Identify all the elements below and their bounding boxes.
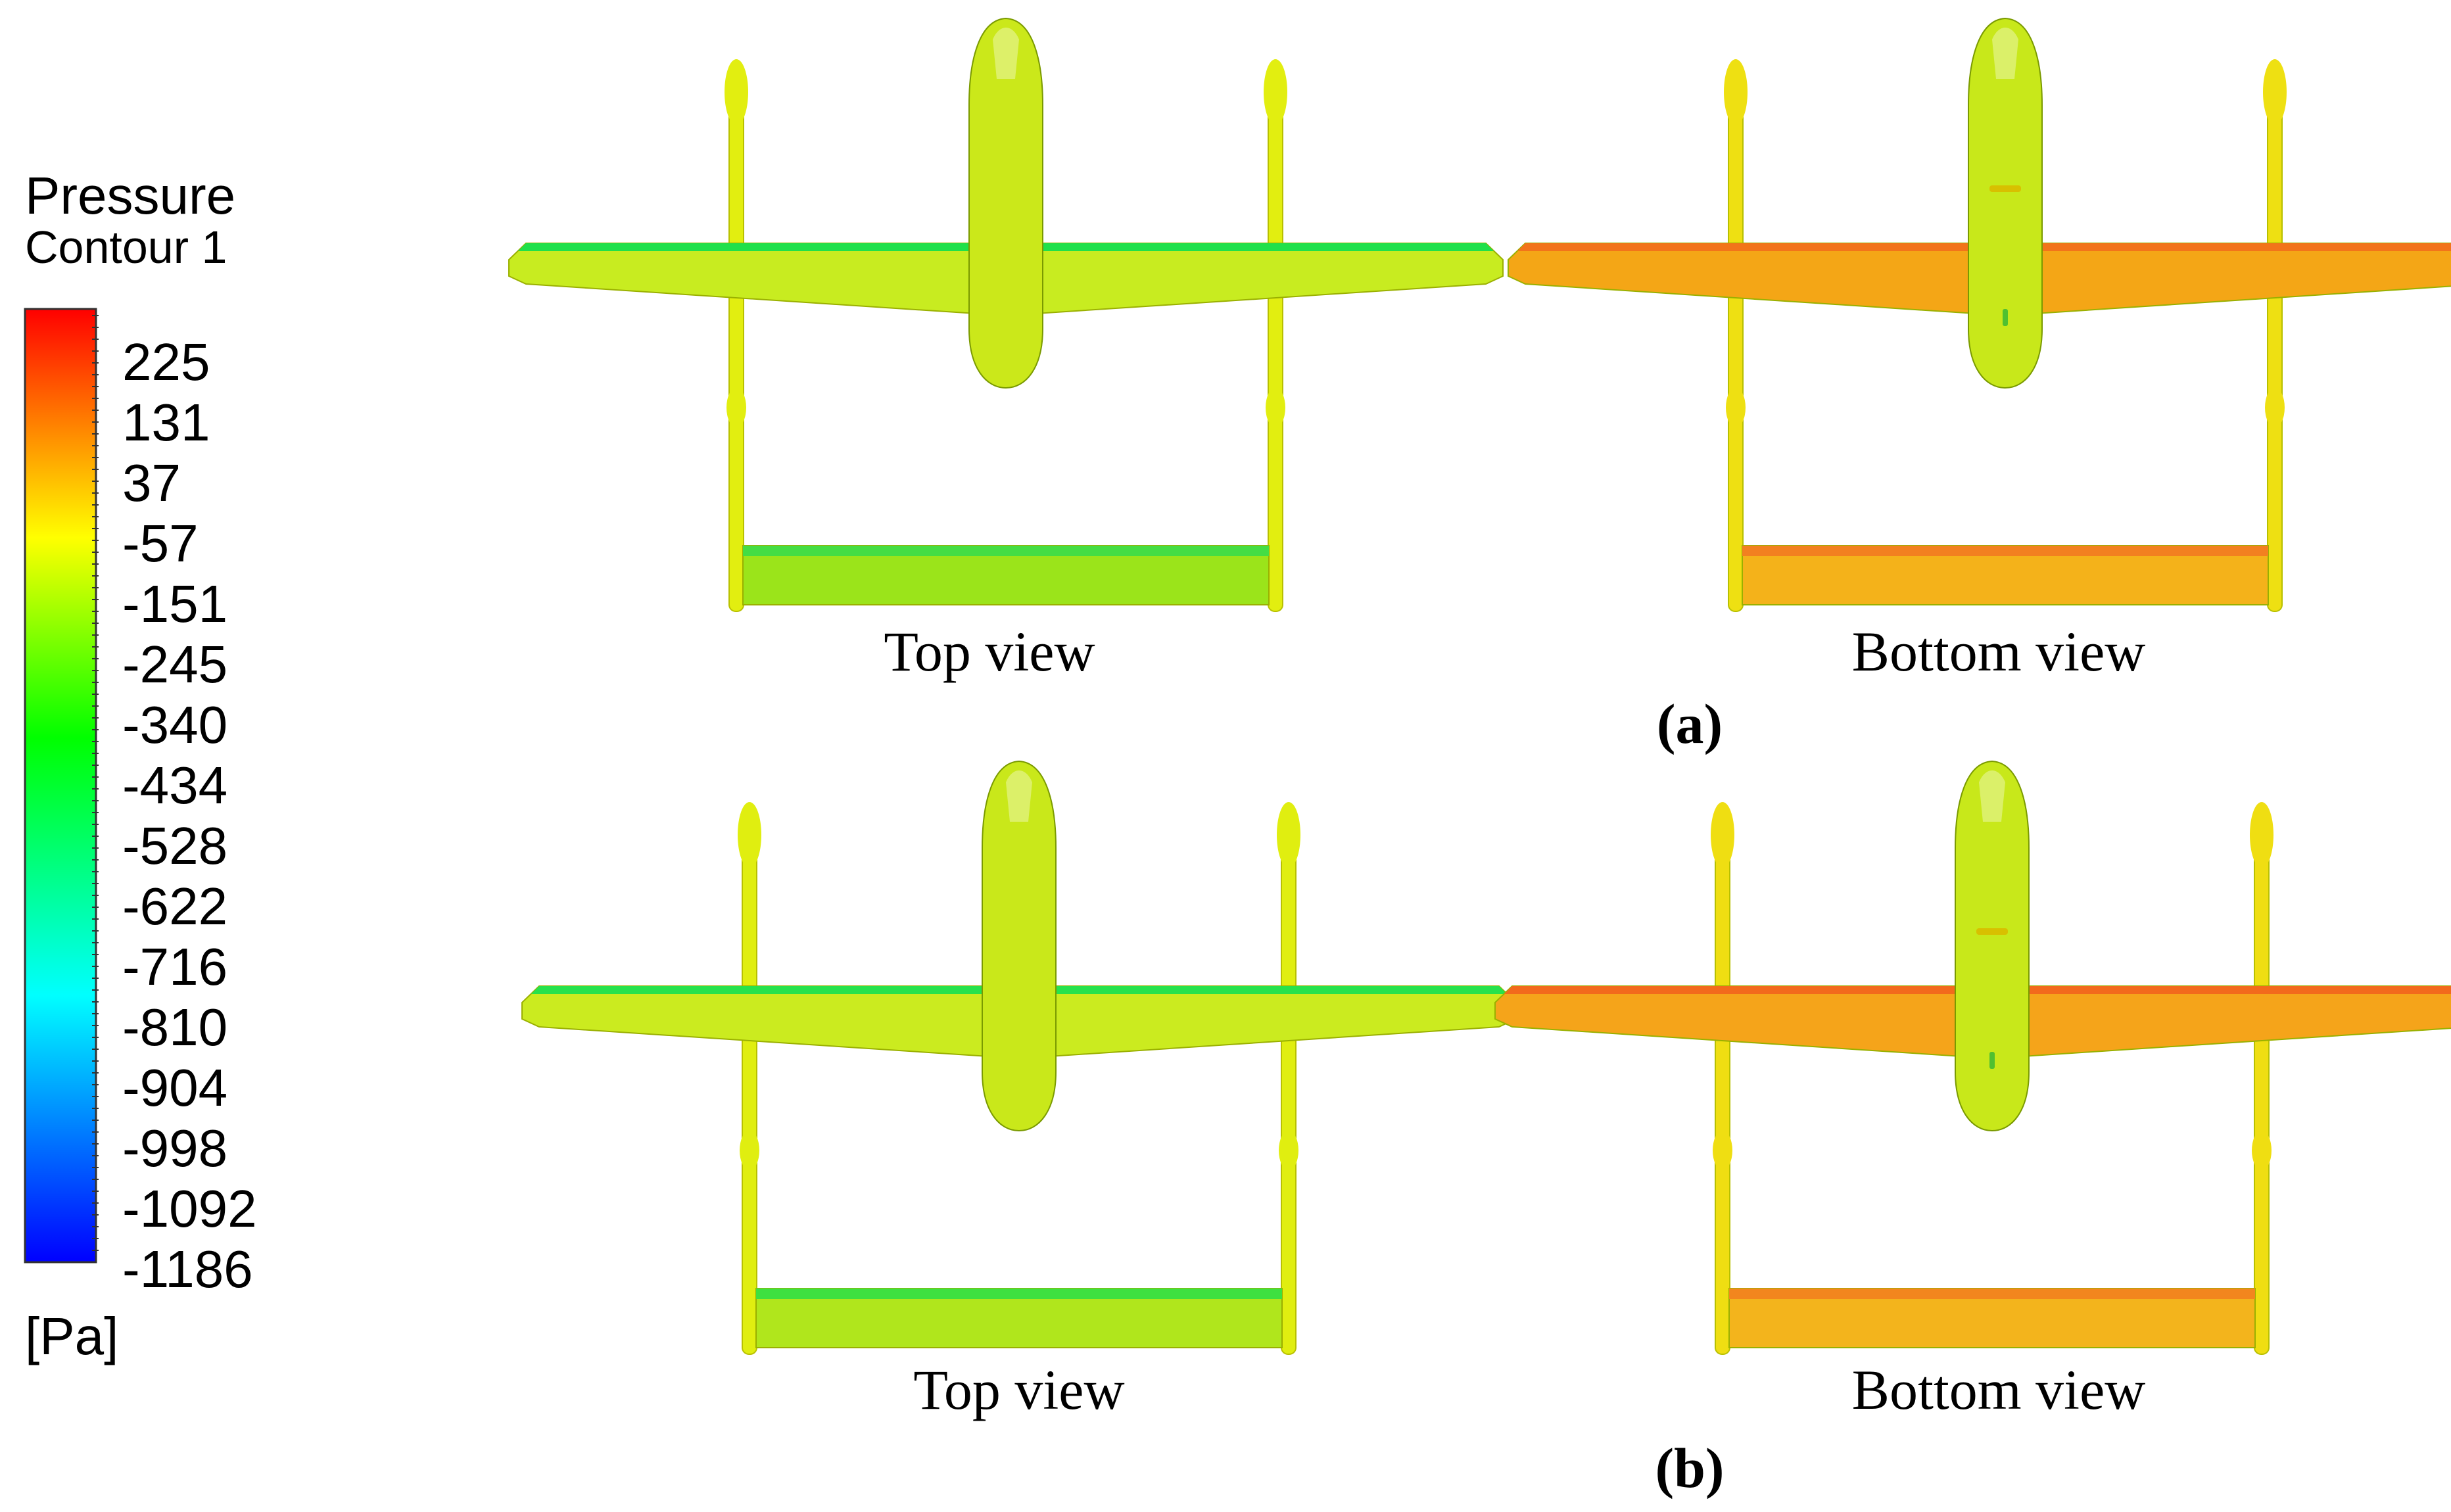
legend-tick-label: -904 <box>122 1058 227 1117</box>
legend-title: Pressure <box>25 166 235 225</box>
boom-pod <box>1713 1131 1732 1170</box>
boom-pod <box>2252 1131 2272 1170</box>
fuselage-highlight <box>1979 770 2005 822</box>
aircraft-bottom-view-a <box>1508 17 2451 612</box>
boom-pod <box>1726 388 1746 427</box>
fuselage <box>1968 17 2043 389</box>
fuselage-fitting <box>1989 185 2021 192</box>
legend-tick-label: -810 <box>122 998 227 1056</box>
fuselage <box>968 17 1043 389</box>
fuselage-fitting <box>2003 309 2008 326</box>
boom-pod <box>725 59 748 125</box>
legend-subtitle: Contour 1 <box>25 222 227 273</box>
tail-leading-edge <box>1729 1288 2255 1299</box>
aircraft-top-view-a <box>508 17 1504 612</box>
aircraft-top-view-b <box>521 760 1517 1355</box>
caption-bottom-view-b: Bottom view <box>1852 1358 2146 1421</box>
tail-boom <box>1715 815 1730 1355</box>
boom-pod <box>2263 59 2287 125</box>
legend-tick-label: -716 <box>122 937 227 996</box>
legend-tick-label: -57 <box>122 514 199 573</box>
legend-tick-label: 131 <box>122 393 210 452</box>
panel-label-a: (a) <box>1657 692 1723 755</box>
boom-pod <box>738 802 761 868</box>
fuselage <box>1955 760 2030 1132</box>
fuselage-highlight <box>1992 28 2018 79</box>
tail-boom <box>1728 72 1744 612</box>
tail-leading-edge <box>1742 546 2268 556</box>
boom-pod <box>1711 802 1734 868</box>
legend-tick-label: -1186 <box>122 1240 253 1298</box>
legend-tick-label: -151 <box>122 575 227 633</box>
legend-tick-label: -1092 <box>122 1179 257 1238</box>
legend-tick-label: 225 <box>122 333 210 391</box>
boom-pod <box>1264 59 1287 125</box>
tail-leading-edge <box>743 546 1269 556</box>
legend-unit: [Pa] <box>25 1307 118 1365</box>
legend-colorbar <box>24 308 97 1264</box>
tail-leading-edge <box>756 1288 1282 1299</box>
legend-tick-label: -245 <box>122 635 227 694</box>
tail-boom <box>1268 72 1283 612</box>
fuselage-highlight <box>1006 770 1032 822</box>
legend-tick-label: 37 <box>122 454 181 512</box>
boom-pod <box>1277 802 1300 868</box>
boom-pod <box>726 388 746 427</box>
tail-boom <box>728 72 744 612</box>
legend-tick-label: -340 <box>122 696 227 754</box>
tail-boom <box>1281 815 1297 1355</box>
fuselage-fitting <box>1976 928 2008 935</box>
color-legend: Pressure Contour 1 22513137-57-151-245-3… <box>24 166 257 1365</box>
boom-pod <box>1266 388 1285 427</box>
legend-tick-label: -998 <box>122 1119 227 1177</box>
aircraft-bottom-view-b <box>1494 760 2451 1355</box>
boom-pod <box>740 1131 759 1170</box>
legend-minor-ticks <box>92 315 99 1251</box>
caption-bottom-view-a: Bottom view <box>1852 620 2146 683</box>
tail-boom <box>2267 72 2283 612</box>
caption-top-view-a: Top view <box>884 620 1095 683</box>
legend-tick-labels: 22513137-57-151-245-340-434-528-622-716-… <box>122 333 257 1298</box>
boom-pod <box>1724 59 1748 125</box>
panel-label-b: (b) <box>1655 1436 1724 1500</box>
legend-tick-label: -434 <box>122 756 227 815</box>
fuselage <box>982 760 1057 1132</box>
fuselage-highlight <box>993 28 1019 79</box>
boom-pod <box>2250 802 2273 868</box>
caption-top-view-b: Top view <box>913 1358 1124 1421</box>
boom-pod <box>2265 388 2285 427</box>
tail-boom <box>742 815 757 1355</box>
tail-boom <box>2254 815 2270 1355</box>
boom-pod <box>1279 1131 1298 1170</box>
legend-tick-label: -622 <box>122 877 227 935</box>
legend-tick-label: -528 <box>122 816 227 875</box>
fuselage-fitting <box>1989 1052 1995 1069</box>
